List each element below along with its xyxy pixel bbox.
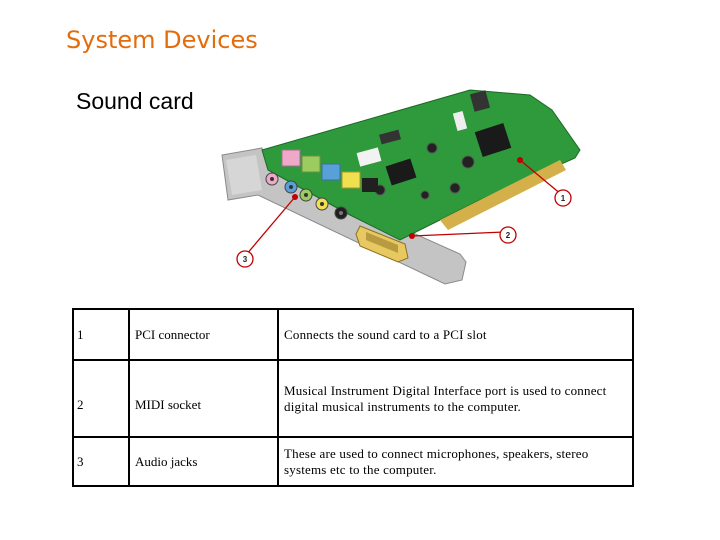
sound-card-illustration: 1 2 3 [221,89,581,285]
slide-subtitle: Sound card [76,88,194,114]
component-description: Musical Instrument Digital Interface por… [277,359,634,438]
callout-lines [245,159,563,256]
callout-3: 3 [236,250,254,268]
svg-text:2: 2 [506,231,511,240]
component-number: 2 [72,359,130,438]
slide-title: System Devices [66,26,258,54]
table-row: 2 MIDI socket Musical Instrument Digital… [72,359,634,438]
component-name: PCI connector [128,308,279,361]
table-row: 3 Audio jacks These are used to connect … [72,436,634,487]
component-number: 1 [72,308,130,361]
audio-jack-housings [281,149,378,192]
table-row: 1 PCI connector Connects the sound card … [72,308,634,361]
svg-text:1: 1 [561,194,566,203]
svg-text:3: 3 [243,255,248,264]
callout-1: 1 [554,189,572,207]
component-legend-table: 1 PCI connector Connects the sound card … [72,308,634,487]
component-description: These are used to connect microphones, s… [277,436,634,487]
callout-dots [292,157,523,239]
circuit-board [261,89,581,241]
component-number: 3 [72,436,130,487]
component-name: MIDI socket [128,359,279,438]
callout-2: 2 [499,226,517,244]
audio-jacks [265,172,348,220]
component-description: Connects the sound card to a PCI slot [277,308,634,361]
component-name: Audio jacks [128,436,279,487]
midi-socket [355,225,409,263]
